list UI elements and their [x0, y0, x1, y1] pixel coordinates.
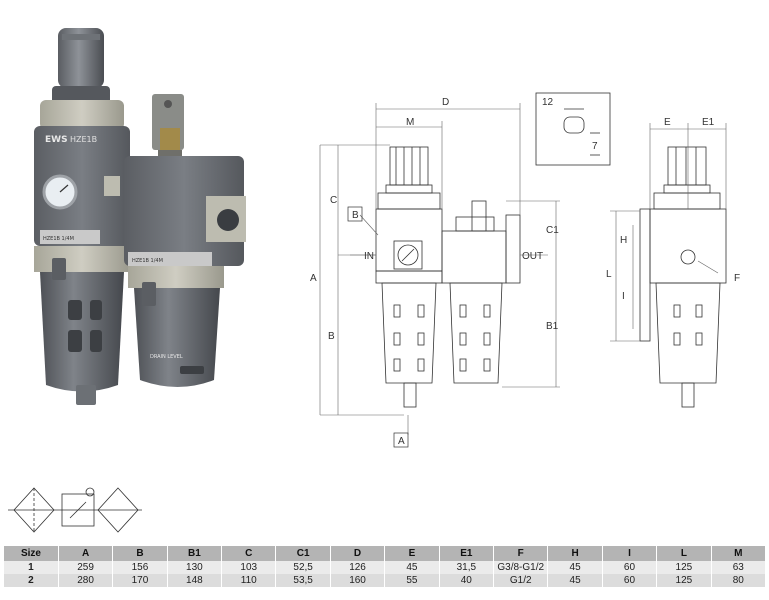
- col-size: Size: [4, 546, 59, 561]
- dim-I: I: [622, 291, 625, 302]
- regulator-square: [61, 493, 95, 527]
- table-row: 2 280 170 148 110 53,5 160 55 40 G1/2 45…: [4, 574, 767, 587]
- dim-B1: B1: [546, 321, 559, 332]
- dimensions-table: Size A B B1 C C1 D E E1 F H I L M 1 259 …: [4, 546, 767, 587]
- table-cell: 53,5: [275, 574, 331, 587]
- table-cell: 156: [112, 561, 168, 574]
- col-I: I: [602, 546, 658, 561]
- dim-E1: E1: [702, 117, 715, 128]
- regulator-body: EWS HZE1B HZE1B 1/4M: [34, 126, 130, 246]
- table-cell: 125: [656, 561, 712, 574]
- dim-H: H: [620, 235, 627, 246]
- dim-C1: C1: [546, 225, 559, 236]
- table-cell: 148: [167, 574, 223, 587]
- slot-detail: [535, 92, 611, 166]
- table-cell: 160: [330, 574, 386, 587]
- mounting-bracket: [152, 94, 184, 160]
- table-cell: 280: [58, 574, 114, 587]
- side-view: [639, 146, 727, 408]
- table-cell: 40: [439, 574, 495, 587]
- dimension-drawing: D M C A B C1 B1 IN OUT B A 12 7 E E1 H L…: [310, 92, 740, 448]
- table-cell: 130: [167, 561, 223, 574]
- table-cell: 45: [547, 574, 603, 587]
- col-A: A: [58, 546, 114, 561]
- front-view-regulator: [375, 146, 443, 408]
- table-cell: G3/8-G1/2: [493, 561, 549, 574]
- dim-E: E: [664, 117, 671, 128]
- label-in: IN: [364, 251, 374, 262]
- dim-7: 7: [592, 141, 598, 152]
- table-cell: 55: [384, 574, 440, 587]
- table-cell: 31,5: [439, 561, 495, 574]
- table-cell: 103: [221, 561, 277, 574]
- col-H: H: [547, 546, 603, 561]
- col-M: M: [711, 546, 767, 561]
- lubricator-diamond: [97, 487, 139, 533]
- table-cell: 63: [711, 561, 767, 574]
- model-label: HZE1B: [70, 135, 97, 144]
- table-cell: 2: [4, 574, 59, 587]
- table-row: 1 259 156 130 103 52,5 126 45 31,5 G3/8-…: [4, 561, 767, 574]
- ref-B-box: B: [352, 210, 359, 221]
- regulator-plate: HZE1B 1/4M: [43, 236, 74, 242]
- filter-bowl: DRAIN LEVEL: [128, 266, 224, 387]
- col-B1: B1: [167, 546, 223, 561]
- table-cell: 110: [221, 574, 277, 587]
- table-cell: 1: [4, 561, 59, 574]
- dim-12: 12: [542, 97, 554, 108]
- label-out: OUT: [522, 251, 543, 262]
- table-cell: 60: [602, 561, 658, 574]
- table-cell: 170: [112, 574, 168, 587]
- dim-C: C: [330, 195, 337, 206]
- table-cell: 80: [711, 574, 767, 587]
- table-cell: 259: [58, 561, 114, 574]
- brand-mark: EWS: [45, 135, 68, 145]
- col-B: B: [112, 546, 168, 561]
- filter-plate: HZE1B 1/4M: [132, 258, 163, 264]
- col-E1: E1: [439, 546, 495, 561]
- table-cell: G1/2: [493, 574, 549, 587]
- table-cell: 45: [547, 561, 603, 574]
- col-L: L: [656, 546, 712, 561]
- col-C1: C1: [275, 546, 331, 561]
- pneumatic-symbol: [8, 487, 142, 533]
- filter-body: HZE1B 1/4M: [124, 156, 246, 266]
- regulator-bowl: [34, 246, 130, 405]
- table-cell: 126: [330, 561, 386, 574]
- front-view-filter: [441, 200, 521, 384]
- col-F: F: [493, 546, 549, 561]
- dim-B: B: [328, 331, 335, 342]
- col-C: C: [221, 546, 277, 561]
- col-D: D: [330, 546, 386, 561]
- regulator-knob: [40, 28, 124, 130]
- product-photo: EWS HZE1B HZE1B 1/4M HZE1B 1/4M: [34, 28, 246, 405]
- drain-label: DRAIN LEVEL: [150, 354, 183, 360]
- table-cell: 60: [602, 574, 658, 587]
- dim-L: L: [606, 269, 612, 280]
- col-E: E: [384, 546, 440, 561]
- table-cell: 45: [384, 561, 440, 574]
- dim-D: D: [442, 97, 449, 108]
- table-cell: 52,5: [275, 561, 331, 574]
- filter-diamond: [13, 487, 55, 533]
- table-cell: 125: [656, 574, 712, 587]
- dim-M: M: [406, 117, 414, 128]
- dim-A: A: [310, 273, 317, 284]
- ref-A-box: A: [398, 436, 405, 447]
- dim-F: F: [734, 273, 740, 284]
- table-header-row: Size A B B1 C C1 D E E1 F H I L M: [4, 546, 767, 561]
